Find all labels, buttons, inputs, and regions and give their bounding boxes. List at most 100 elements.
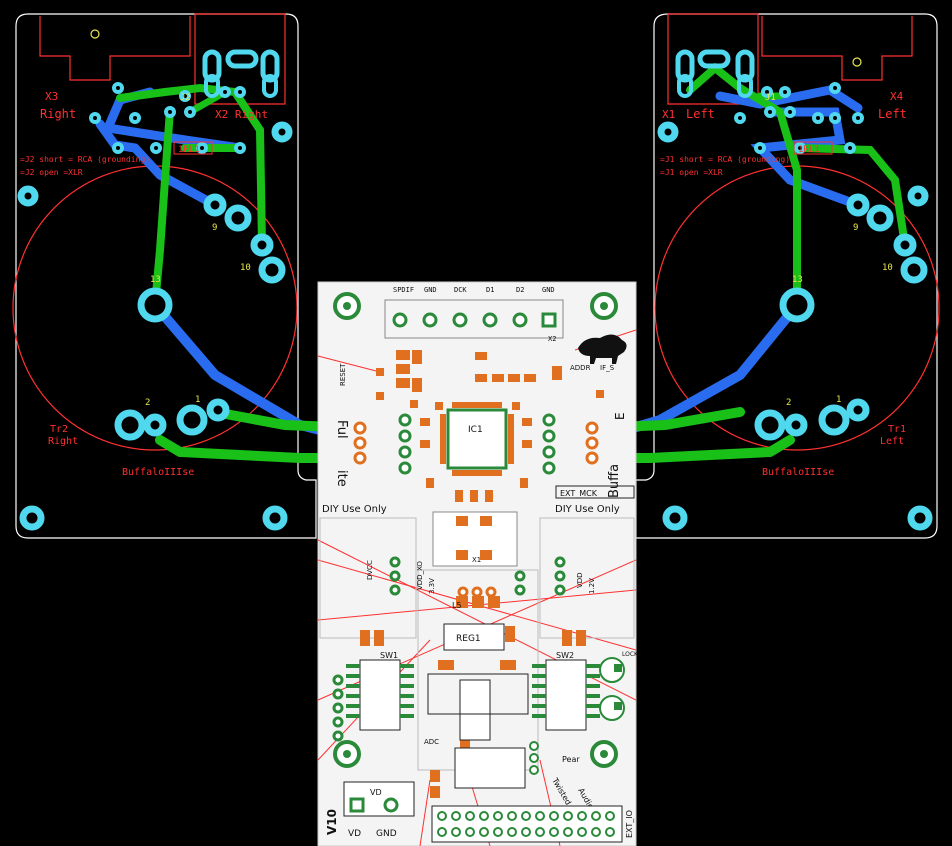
via-pad bbox=[234, 142, 246, 154]
via-pad bbox=[761, 86, 773, 98]
via-pad bbox=[112, 142, 124, 154]
ext-io-pin[interactable] bbox=[507, 811, 517, 821]
ext-io-pin[interactable] bbox=[451, 827, 461, 837]
adc-chip bbox=[454, 747, 526, 789]
via-pad bbox=[754, 142, 766, 154]
header-pin[interactable] bbox=[332, 674, 344, 686]
output-pin[interactable] bbox=[585, 436, 599, 450]
output-pin[interactable] bbox=[353, 436, 367, 450]
header-pin[interactable] bbox=[389, 570, 401, 582]
ext-io-pin[interactable] bbox=[521, 827, 531, 837]
ext-io-pin[interactable] bbox=[563, 827, 573, 837]
ext-io-pin[interactable] bbox=[577, 827, 587, 837]
ext-io-pin[interactable] bbox=[549, 811, 559, 821]
header-pin[interactable] bbox=[332, 688, 344, 700]
ic1-pins bbox=[452, 470, 502, 476]
header-pin[interactable] bbox=[389, 556, 401, 568]
header-pin[interactable] bbox=[514, 570, 526, 582]
header-pin[interactable] bbox=[529, 741, 539, 751]
mount-hole bbox=[657, 121, 679, 143]
ext-io-pin[interactable] bbox=[535, 827, 545, 837]
ext-io-pin[interactable] bbox=[535, 811, 545, 821]
header-pin[interactable] bbox=[542, 429, 556, 443]
tr1-pin bbox=[900, 256, 928, 284]
ext-io-pin[interactable] bbox=[493, 811, 503, 821]
ext-io-pin[interactable] bbox=[479, 811, 489, 821]
vd-pad[interactable] bbox=[349, 797, 365, 813]
ext-io-pin[interactable] bbox=[465, 827, 475, 837]
gnd-pad[interactable] bbox=[383, 797, 399, 813]
x1-label: X1 bbox=[662, 108, 675, 121]
ext-io-pin[interactable] bbox=[563, 811, 573, 821]
header-pin[interactable] bbox=[389, 584, 401, 596]
output-pin[interactable] bbox=[585, 451, 599, 465]
ext-io-pin[interactable] bbox=[493, 827, 503, 837]
header-pin-square[interactable] bbox=[541, 312, 557, 328]
led-pad bbox=[614, 702, 622, 710]
tr-sub: Right bbox=[48, 436, 78, 447]
header-pin[interactable] bbox=[542, 461, 556, 475]
sw-pad bbox=[532, 684, 546, 688]
ext-io-pin[interactable] bbox=[591, 811, 601, 821]
ext-io-pin[interactable] bbox=[437, 827, 447, 837]
ext-io-pin[interactable] bbox=[437, 811, 447, 821]
board-name-right: Buffa bbox=[607, 464, 622, 498]
header-pin[interactable] bbox=[398, 429, 412, 443]
header-pin[interactable] bbox=[529, 765, 539, 775]
smd-part bbox=[475, 352, 487, 360]
x4-pin1-marker bbox=[852, 57, 862, 67]
header-pin[interactable] bbox=[392, 312, 408, 328]
tr2-pin bbox=[224, 204, 252, 232]
header-pin[interactable] bbox=[542, 413, 556, 427]
sw-pad bbox=[346, 714, 360, 718]
header-pin[interactable] bbox=[554, 556, 566, 568]
trace-blue bbox=[130, 143, 220, 210]
ext-io-label: EXT_IO bbox=[625, 810, 634, 838]
ext-io-pin[interactable] bbox=[479, 827, 489, 837]
x2-pad bbox=[260, 49, 280, 83]
header-pin[interactable] bbox=[529, 753, 539, 763]
output-pin[interactable] bbox=[353, 421, 367, 435]
smd-part bbox=[524, 374, 536, 382]
header-pin[interactable] bbox=[332, 716, 344, 728]
x2-pad bbox=[262, 74, 278, 98]
buffalo-label: BuffaloIIIse bbox=[122, 467, 194, 478]
ext-io-pin[interactable] bbox=[577, 811, 587, 821]
header-pin[interactable] bbox=[398, 461, 412, 475]
lock-label: LOCK bbox=[622, 651, 639, 658]
ext-io-pin[interactable] bbox=[549, 827, 559, 837]
header-pin[interactable] bbox=[514, 584, 526, 596]
x2-outline bbox=[194, 13, 286, 105]
mount-hole-center bbox=[600, 302, 608, 310]
v33-label: 3.3V bbox=[428, 578, 436, 594]
output-pin[interactable] bbox=[585, 421, 599, 435]
header-pin[interactable] bbox=[512, 312, 528, 328]
header-pin[interactable] bbox=[482, 312, 498, 328]
ext-io-pin[interactable] bbox=[521, 811, 531, 821]
header-pin[interactable] bbox=[332, 702, 344, 714]
sw1[interactable] bbox=[359, 659, 401, 731]
header-pin[interactable] bbox=[542, 445, 556, 459]
header-pin[interactable] bbox=[332, 730, 344, 742]
reg1 bbox=[443, 623, 505, 651]
header-pin[interactable] bbox=[398, 413, 412, 427]
header-pin[interactable] bbox=[554, 584, 566, 596]
ext-io-pin[interactable] bbox=[591, 827, 601, 837]
ext-io-pin[interactable] bbox=[465, 811, 475, 821]
header-pin[interactable] bbox=[398, 445, 412, 459]
output-pin[interactable] bbox=[353, 451, 367, 465]
ext-io-pin[interactable] bbox=[507, 827, 517, 837]
header-pin[interactable] bbox=[554, 570, 566, 582]
ext-io-pin[interactable] bbox=[605, 827, 615, 837]
x1-sub: Left bbox=[686, 107, 715, 121]
header-pin[interactable] bbox=[452, 312, 468, 328]
ext-io-pin[interactable] bbox=[605, 811, 615, 821]
sw-pad bbox=[532, 694, 546, 698]
x3-outline bbox=[39, 16, 191, 81]
smd-part bbox=[360, 630, 370, 646]
header-pin[interactable] bbox=[422, 312, 438, 328]
ext-io-pin[interactable] bbox=[451, 811, 461, 821]
trace-green bbox=[796, 144, 909, 249]
sw-pad bbox=[346, 704, 360, 708]
sw2[interactable] bbox=[545, 659, 587, 731]
